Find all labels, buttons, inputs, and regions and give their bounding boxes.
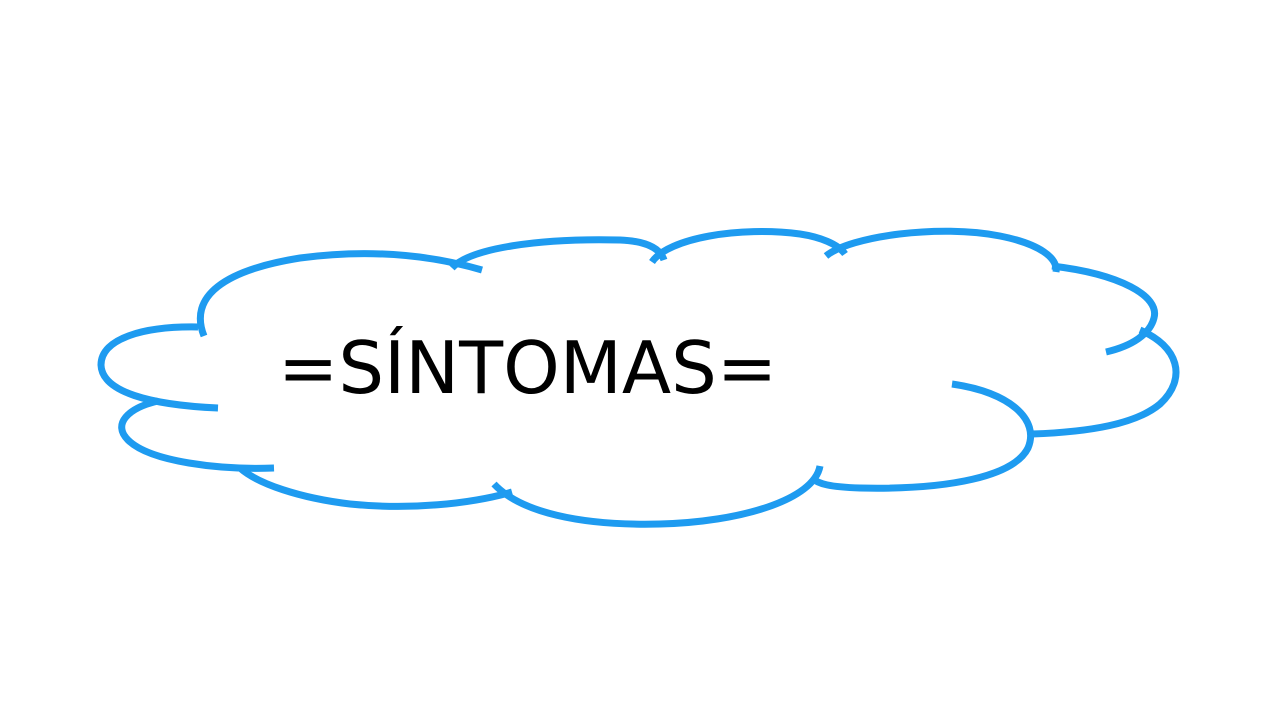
cloud-lobe-top-center — [649, 228, 848, 265]
cloud-lobe-bottom-center — [491, 465, 824, 528]
cloud-lobe-bottom-right — [809, 380, 1035, 492]
cloud-lobe-bottom-left — [237, 465, 513, 510]
cloud-label: =SÍNTOMAS= — [278, 326, 778, 410]
cloud-lobe-right-upper — [1051, 262, 1159, 356]
cloud-lobe-top-right — [823, 227, 1060, 273]
cloud-lobe-top-center-left — [449, 236, 668, 271]
cloud-outline — [97, 227, 1180, 528]
cloud-lobe-top-left — [196, 250, 483, 338]
cloud-lobe-left-outer — [97, 323, 219, 412]
cloud-lobe-right-lower — [1031, 326, 1180, 438]
cloud-lobe-left-lower — [118, 397, 275, 472]
